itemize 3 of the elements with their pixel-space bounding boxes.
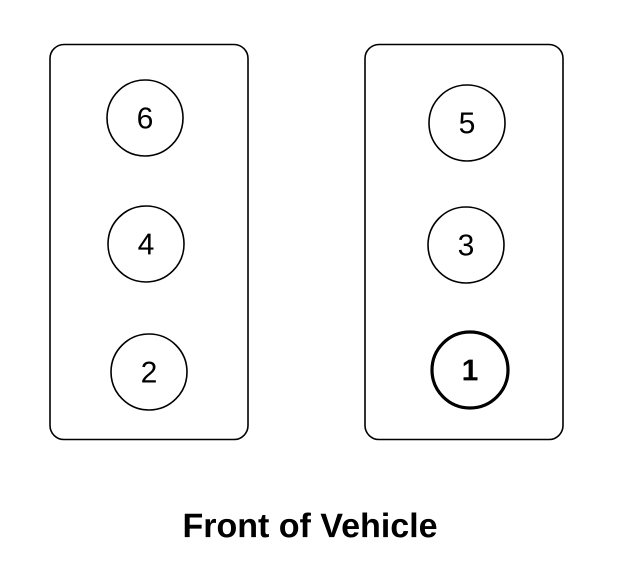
cylinder-bank-box bbox=[49, 44, 249, 440]
caption: Front of Vehicle bbox=[184, 512, 436, 538]
cylinder-bank-box bbox=[364, 44, 564, 440]
